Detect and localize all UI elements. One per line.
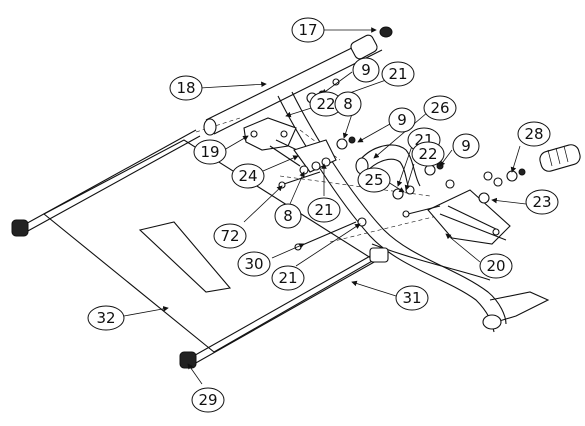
callout-25: 25 (357, 167, 391, 193)
svg-text:26: 26 (430, 99, 449, 117)
callout-20: 20 (479, 253, 513, 279)
svg-text:9: 9 (397, 111, 407, 129)
svg-text:20: 20 (486, 257, 505, 275)
callout-18: 18 (169, 75, 203, 101)
svg-text:22: 22 (418, 145, 437, 163)
svg-text:31: 31 (402, 289, 421, 307)
callout-28: 28 (517, 121, 551, 147)
callout-9-mid: 9 (388, 107, 416, 133)
callout-8-low: 8 (274, 203, 302, 229)
callout-21-top: 21 (381, 61, 415, 87)
callout-21-low: 21 (307, 197, 341, 223)
svg-text:9: 9 (361, 61, 371, 79)
bent-tube (355, 144, 421, 193)
svg-text:32: 32 (96, 309, 115, 327)
handle-grip (539, 144, 581, 172)
svg-text:72: 72 (220, 227, 239, 245)
right-bracket-assembly (427, 189, 511, 245)
top-tube (203, 26, 393, 136)
callout-21-bottom: 21 (271, 265, 305, 291)
svg-text:25: 25 (364, 171, 383, 189)
svg-text:29: 29 (198, 391, 217, 409)
callout-26: 26 (423, 95, 457, 121)
svg-text:8: 8 (283, 207, 293, 225)
callout-9-top: 9 (352, 57, 380, 83)
callout-32: 32 (87, 305, 125, 331)
callout-72: 72 (213, 223, 247, 249)
seat-sling-panel (43, 139, 376, 353)
callout-9-right: 9 (452, 133, 480, 159)
callout-31: 31 (395, 285, 429, 311)
svg-text:17: 17 (298, 21, 317, 39)
bolts-and-pins (278, 171, 441, 251)
svg-text:30: 30 (244, 255, 263, 273)
callout-8-top: 8 (334, 91, 362, 117)
svg-text:22: 22 (316, 95, 335, 113)
svg-text:28: 28 (524, 125, 543, 143)
svg-text:9: 9 (461, 137, 471, 155)
svg-text:19: 19 (200, 143, 219, 161)
callout-23: 23 (525, 189, 559, 215)
callout-30: 30 (237, 251, 271, 277)
svg-text:24: 24 (238, 167, 257, 185)
callout-24: 24 (231, 163, 265, 189)
svg-text:18: 18 (176, 79, 195, 97)
callout-22-top: 22 (309, 91, 343, 117)
svg-text:23: 23 (532, 193, 551, 211)
callout-29: 29 (191, 387, 225, 413)
svg-text:21: 21 (388, 65, 407, 83)
svg-text:8: 8 (343, 95, 353, 113)
svg-text:21: 21 (278, 269, 297, 287)
callout-19: 19 (193, 139, 227, 165)
small-hardware (299, 78, 526, 227)
left-seat-rail (11, 129, 201, 237)
callout-17: 17 (291, 17, 325, 43)
svg-text:21: 21 (314, 201, 333, 219)
callout-22-right: 22 (411, 141, 445, 167)
